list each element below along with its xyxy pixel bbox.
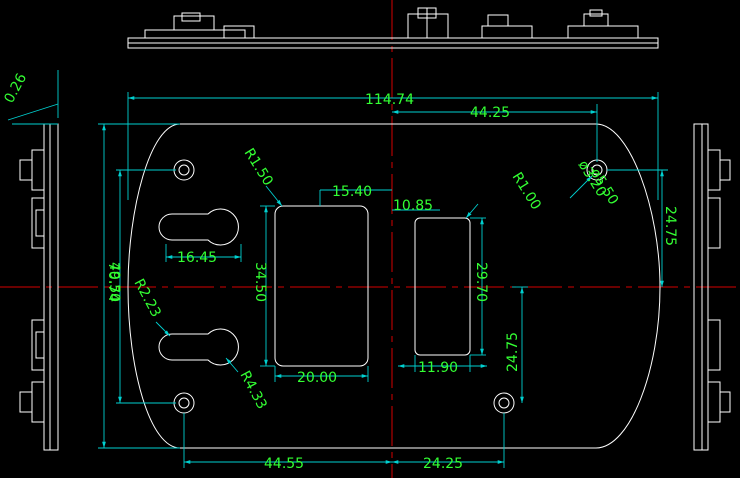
window-left-radius-label: R1.50 — [241, 146, 276, 189]
window-right-width-label: 11.90 — [418, 360, 458, 376]
right-side-view — [693, 123, 731, 451]
slot-spacing-label: 16.45 — [177, 250, 217, 266]
window-right-radius-label: R1.00 — [509, 170, 544, 213]
right-half-width-label: 44.25 — [470, 105, 510, 121]
window-left-height-label: 34.50 — [252, 262, 268, 302]
bottom-right-label: 24.25 — [423, 456, 463, 472]
bottom-left-label: 44.55 — [264, 456, 304, 472]
right-lower-height-label: 24.75 — [505, 332, 521, 372]
side-angle-label: 0.26 — [1, 71, 30, 106]
dimensions: 114.74 44.25 70.74 49.50 16.45 R2.23 R4.… — [98, 92, 678, 472]
plate-outline — [127, 123, 661, 449]
window-left-offset-label: 15.40 — [332, 184, 372, 200]
overall-height-label: 70.74 — [105, 262, 121, 302]
overall-width-label: 114.74 — [365, 92, 414, 108]
keyhole-slots — [158, 208, 239, 366]
window-left-width-label: 20.00 — [297, 370, 337, 386]
windows — [274, 205, 471, 367]
window-right-offset-label: 10.85 — [393, 198, 433, 214]
top-view — [127, 7, 659, 49]
hole-spacing-label: 49.50 — [106, 262, 122, 302]
keyhole-small-radius-label: R2.23 — [130, 276, 163, 320]
left-side-view: 0.26 — [1, 70, 59, 451]
keyhole-large-radius-label: R4.33 — [236, 368, 269, 412]
window-right-height-label: 29.70 — [473, 262, 489, 302]
right-upper-height-label: 24.75 — [662, 206, 678, 246]
